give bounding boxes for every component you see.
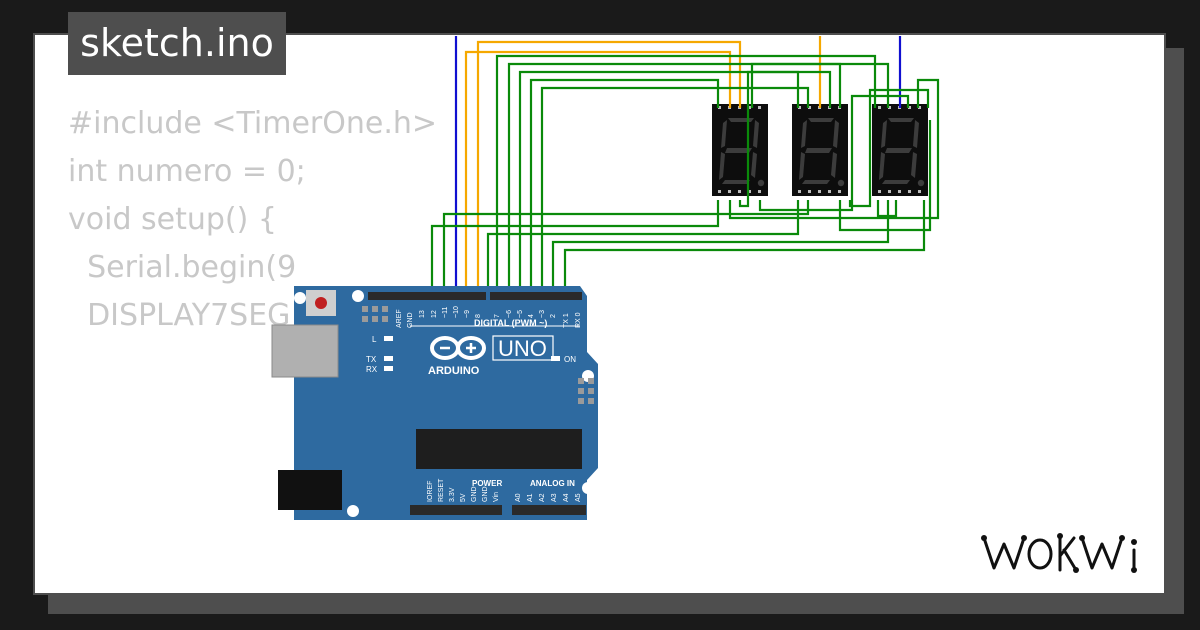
svg-text:GND: GND <box>407 312 414 328</box>
code-line: Serial.begin(9 <box>68 250 297 285</box>
svg-text:7: 7 <box>494 314 501 318</box>
seven-segment-display-1[interactable] <box>712 104 768 196</box>
svg-text:13: 13 <box>419 310 426 318</box>
digital-pin-labels: AREF GND 13 12 ~11 ~10 ~9 8 7 ~6 ~5 4 ~3… <box>396 306 582 328</box>
led-label-tx: TX <box>366 355 377 364</box>
analog-pin-labels: A0 A1 A2 A3 A4 A5 <box>515 493 582 502</box>
led-label-l: L <box>372 335 377 344</box>
digital-header-right <box>490 292 582 300</box>
code-line: void setup() { <box>68 202 277 237</box>
svg-text:~10: ~10 <box>453 306 460 318</box>
brand-label: ARDUINO <box>428 365 480 377</box>
svg-text:A3: A3 <box>551 493 558 502</box>
mount-hole <box>582 482 594 494</box>
svg-text:A5: A5 <box>575 493 582 502</box>
svg-text:GND: GND <box>482 486 489 502</box>
svg-text:4: 4 <box>528 314 535 318</box>
reset-button[interactable] <box>315 297 327 309</box>
power-label: POWER <box>472 479 502 488</box>
svg-text:A4: A4 <box>563 493 570 502</box>
wires <box>430 36 940 298</box>
on-led-label: ON <box>564 355 576 364</box>
wokwi-logo-icon <box>981 533 1137 573</box>
svg-text:12: 12 <box>431 310 438 318</box>
svg-text:~5: ~5 <box>517 310 524 318</box>
code-line: int numero = 0; <box>68 154 306 189</box>
seven-segment-display-3[interactable] <box>872 104 928 196</box>
svg-text:~3: ~3 <box>539 310 546 318</box>
wire-green <box>430 54 940 298</box>
svg-text:GND: GND <box>471 486 478 502</box>
svg-text:5V: 5V <box>460 493 467 502</box>
svg-text:Vin: Vin <box>493 492 500 502</box>
code-line: #include <TimerOne.h> <box>68 106 438 141</box>
digital-header-label: DIGITAL (PWM ~) <box>474 318 547 328</box>
svg-text:3.3V: 3.3V <box>449 487 456 502</box>
svg-text:IOREF: IOREF <box>427 481 434 502</box>
mount-hole <box>352 290 364 302</box>
led-label-rx: RX <box>366 365 378 374</box>
svg-text:~11: ~11 <box>442 307 449 318</box>
svg-text:A1: A1 <box>527 493 534 502</box>
svg-text:RX 0: RX 0 <box>575 312 582 328</box>
digital-header-left <box>368 292 486 300</box>
svg-text:TX 1: TX 1 <box>563 313 570 328</box>
icsp-header <box>362 306 594 404</box>
file-tab[interactable]: sketch.ino <box>68 12 286 75</box>
svg-text:RESET: RESET <box>438 478 445 502</box>
power-jack <box>278 470 342 510</box>
svg-text:AREF: AREF <box>396 309 403 328</box>
wokwi-logo <box>975 524 1153 580</box>
svg-text:~6: ~6 <box>506 310 513 318</box>
seven-segment-display-2[interactable] <box>792 104 848 196</box>
power-header <box>410 505 502 515</box>
usb-port <box>271 324 339 378</box>
arduino-uno-board[interactable]: DIGITAL (PWM ~) AREF GND 13 12 ~11 ~10 ~… <box>271 286 598 520</box>
arduino-logo-icon <box>430 336 486 360</box>
svg-text:2: 2 <box>550 314 557 318</box>
power-pin-labels: IOREF RESET 3.3V 5V GND GND Vin <box>427 478 500 502</box>
analog-label: ANALOG IN <box>530 479 575 488</box>
analog-header <box>512 505 586 515</box>
mount-hole <box>347 505 359 517</box>
atmega-chip <box>416 429 582 469</box>
svg-text:A0: A0 <box>515 493 522 502</box>
uno-badge <box>492 335 554 361</box>
svg-text:8: 8 <box>475 314 482 318</box>
mount-hole <box>294 292 306 304</box>
led-indicators <box>384 336 560 371</box>
svg-text:~9: ~9 <box>464 310 471 318</box>
model-label: UNO <box>498 336 547 361</box>
preview-card <box>33 33 1166 595</box>
svg-text:A2: A2 <box>539 493 546 502</box>
